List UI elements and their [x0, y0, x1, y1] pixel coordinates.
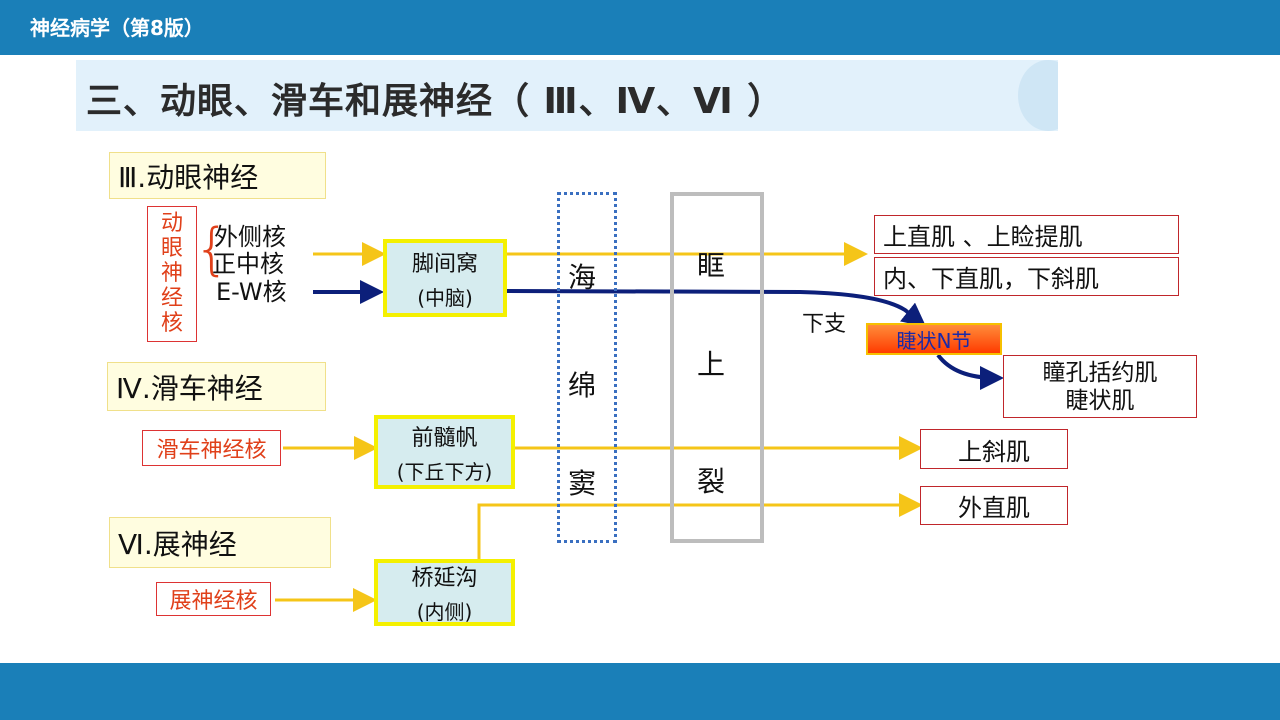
- median-nucleus: 正中核: [212, 250, 284, 278]
- brace-icon: {: [194, 217, 230, 282]
- interpeduncular-fossa-box: 脚间窝 (中脑): [383, 239, 507, 317]
- cavernous-sinus-box: [557, 192, 617, 543]
- lateral-nucleus: 外侧核: [214, 223, 286, 251]
- arrow-ganglion-to-pupil: [936, 353, 1004, 390]
- trochlear-nucleus: 滑车神经核: [142, 430, 281, 466]
- hub-name: 桥延沟: [411, 566, 478, 591]
- nucleus-char: 经: [160, 286, 183, 311]
- sphincter-pupillae: 瞳孔括约肌: [1042, 359, 1158, 386]
- hub-name: 脚间窝: [411, 251, 478, 277]
- oculomotor-label: Ⅲ.动眼神经: [109, 152, 326, 199]
- nucleus-char: 神: [160, 261, 183, 286]
- arrow-abducens-to-muscle: [477, 493, 923, 560]
- fissure-char: 裂: [697, 465, 726, 498]
- superior-oblique-box: 上斜肌: [920, 429, 1068, 469]
- sinus-char: 绵: [568, 369, 597, 402]
- pontomedullary-sulcus-box: 桥延沟 (内侧): [374, 559, 515, 626]
- ciliary-ganglion-box: 睫状N节: [866, 323, 1002, 355]
- hub-location: (中脑): [417, 285, 473, 310]
- slide-title: 三、动眼、滑车和展神经（ Ⅲ、Ⅳ、Ⅵ ）: [86, 81, 785, 122]
- superior-rectus-box: 上直肌 、上睑提肌: [874, 215, 1179, 254]
- book-title: 神经病学（第8版）: [30, 16, 204, 40]
- fissure-char: 上: [697, 348, 726, 381]
- ciliary-muscle: 睫状肌: [1065, 387, 1135, 414]
- title-box: 三、动眼、滑车和展神经（ Ⅲ、Ⅳ、Ⅵ ）: [76, 60, 1058, 131]
- nucleus-char: 核: [160, 311, 183, 336]
- superior-orbital-fissure-box: [670, 192, 764, 543]
- inferior-muscles-box: 内、下直肌，下斜肌: [874, 257, 1179, 296]
- header-bar: 神经病学（第8版）: [0, 0, 1280, 55]
- abducens-label: Ⅵ.展神经: [109, 517, 331, 568]
- inferior-branch-label: 下支: [802, 312, 847, 337]
- title-decoration: [1018, 60, 1058, 131]
- abducens-nucleus: 展神经核: [156, 582, 271, 616]
- superior-medullary-velum-box: 前髓帆 (下丘下方): [374, 415, 515, 489]
- hub-location: (下丘下方): [396, 459, 493, 484]
- footer-bar: [0, 663, 1280, 720]
- arrow-ew-to-ganglion: [506, 289, 927, 327]
- pupil-muscles-box: 瞳孔括约肌 睫状肌: [1003, 355, 1197, 418]
- nucleus-char: 动: [160, 211, 183, 236]
- hub-name: 前髓帆: [411, 425, 478, 451]
- sinus-char: 窦: [568, 467, 597, 500]
- sinus-char: 海: [568, 261, 597, 294]
- hub-location: (内侧): [416, 600, 473, 624]
- fissure-char: 眶: [697, 249, 726, 282]
- nucleus-char: 眼: [160, 236, 183, 261]
- trochlear-label: Ⅳ.滑车神经: [107, 362, 326, 411]
- ew-nucleus: E-W核: [216, 278, 287, 306]
- lateral-rectus-box: 外直肌: [920, 486, 1068, 525]
- oculomotor-nucleus-box: 动 眼 神 经 核: [147, 206, 197, 342]
